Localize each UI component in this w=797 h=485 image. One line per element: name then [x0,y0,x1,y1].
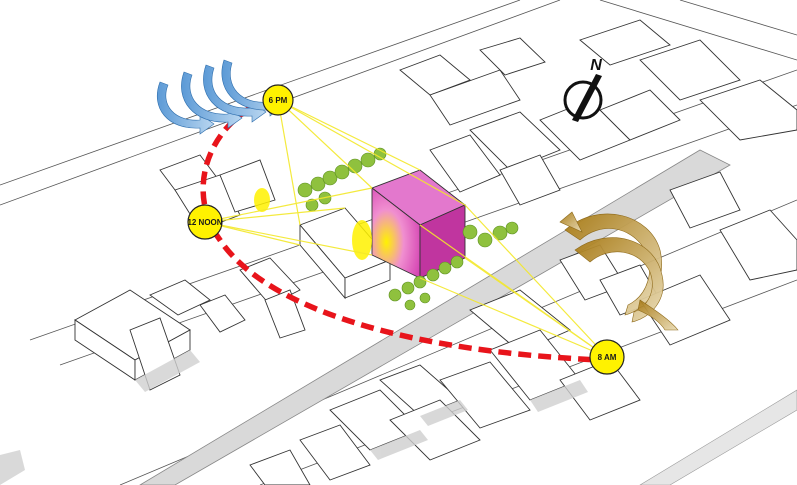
sun-rays [204,99,608,358]
side-road [639,389,797,485]
sun-marker-sunrise: 8 AM [589,339,625,375]
sun-label-noon: 12 NOON [187,218,222,227]
sun-marker-sunset: 6 PM [262,84,294,116]
sun-label-sunrise: 8 AM [598,353,617,362]
context-buildings [74,19,797,485]
sun-path-arc [200,105,601,363]
trees [297,147,519,311]
sun-marker-noon: 12 NOON [187,204,223,240]
north-arrow: N [563,57,603,122]
proposed-building [371,169,466,279]
solar-exposure-glow [254,188,372,260]
warm-wind-arrows [559,211,679,331]
building-shadows [0,350,588,485]
north-label: N [590,57,602,74]
cool-wind-arrows [156,59,284,135]
sun-label-sunset: 6 PM [269,96,288,105]
